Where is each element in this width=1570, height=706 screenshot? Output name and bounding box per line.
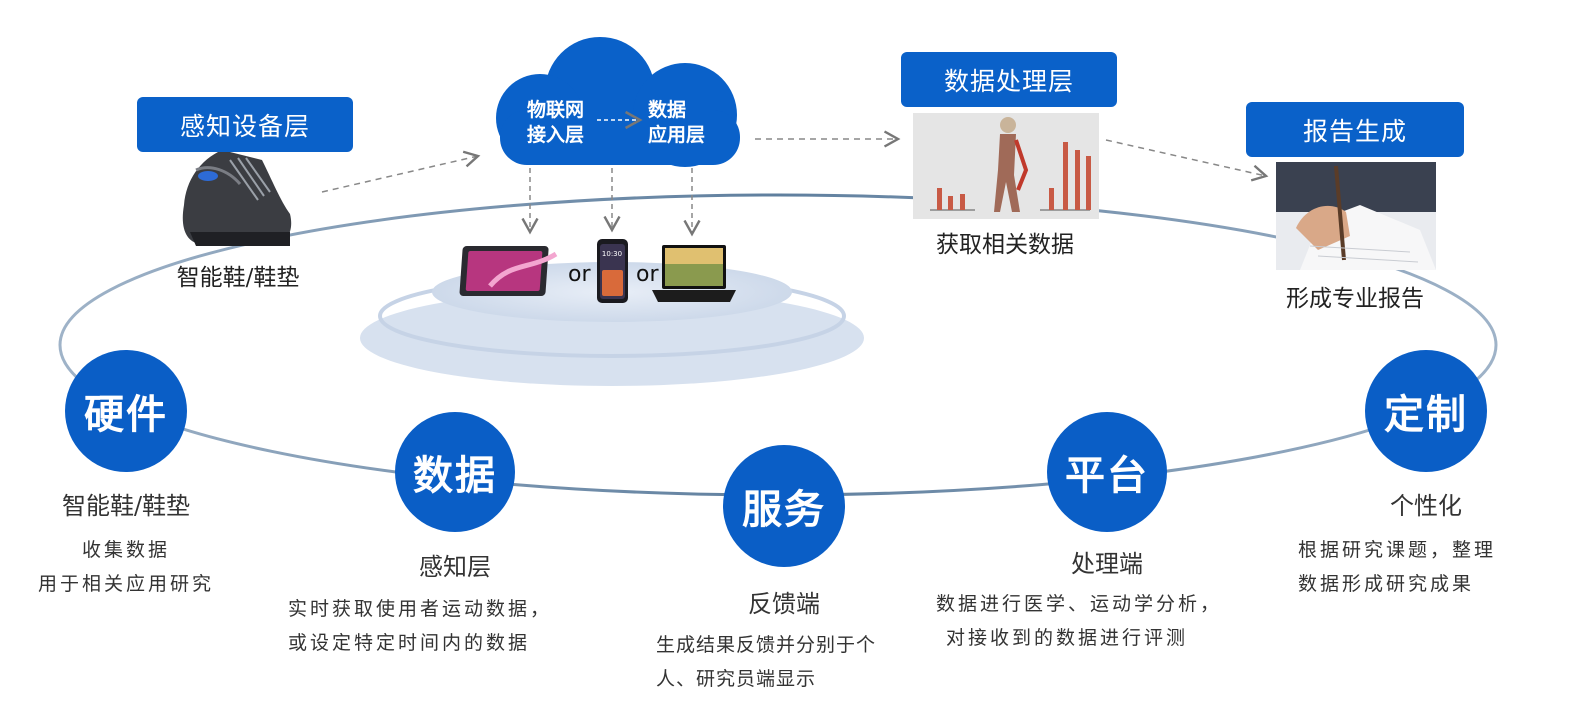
cloud-left-text: 物联网 接入层 <box>527 98 584 148</box>
service-desc-line1: 生成结果反馈并分别于个 <box>656 634 877 656</box>
platform-circle: 平台 <box>1047 412 1167 532</box>
svg-text:10:30: 10:30 <box>602 250 622 258</box>
or-label-1: or <box>568 262 591 287</box>
platform-description: 数据进行医学、运动学分析， 对接收到的数据进行评测 <box>936 587 1276 655</box>
platform-desc-line2: 对接收到的数据进行评测 <box>946 627 1189 649</box>
data-circle-label: 数据 <box>413 453 497 499</box>
smart-shoe-image <box>182 150 292 246</box>
platform-circle-label: 平台 <box>1065 453 1149 499</box>
laptop-image <box>652 245 736 302</box>
arrow-processing-to-report <box>1105 139 1269 182</box>
phone-image: 10:30 <box>597 239 628 303</box>
customization-circle-label: 定制 <box>1384 392 1468 438</box>
customization-subtitle: 个性化 <box>1390 492 1462 520</box>
customization-description: 根据研究课题，整理 数据形成研究成果 <box>1298 533 1564 601</box>
report-generation-title: 报告生成 <box>1246 102 1464 157</box>
customization-desc-line2: 数据形成研究成果 <box>1298 573 1475 595</box>
data-description: 实时获取使用者运动数据， 或设定特定时间内的数据 <box>288 592 608 660</box>
hardware-desc-line1: 收集数据 <box>81 539 170 561</box>
customization-desc-line1: 根据研究课题，整理 <box>1298 539 1497 561</box>
cloud-left-line1: 物联网 <box>527 99 585 121</box>
platform-desc-line1: 数据进行医学、运动学分析， <box>936 593 1223 615</box>
service-subtitle: 反馈端 <box>748 590 820 618</box>
hardware-circle-label: 硬件 <box>84 392 168 438</box>
data-desc-line2: 或设定特定时间内的数据 <box>288 632 531 654</box>
or-label-2: or <box>636 262 659 287</box>
data-processing-image <box>913 113 1099 219</box>
service-description: 生成结果反馈并分别于个 人、研究员端显示 <box>656 628 936 696</box>
hardware-description: 收集数据 用于相关应用研究 <box>12 533 240 601</box>
service-desc-line2: 人、研究员端显示 <box>656 668 817 690</box>
shoe-caption: 智能鞋/鞋垫 <box>176 265 300 291</box>
cloud-right-line1: 数据 <box>648 99 687 121</box>
service-circle: 服务 <box>723 445 845 567</box>
arrow-shoe-to-cloud <box>321 150 481 193</box>
hardware-circle: 硬件 <box>65 350 187 472</box>
cloud-left-line2: 接入层 <box>527 124 585 146</box>
data-desc-line1: 实时获取使用者运动数据， <box>288 598 553 620</box>
processing-layer-title: 数据处理层 <box>901 52 1117 107</box>
hardware-subtitle: 智能鞋/鞋垫 <box>61 492 191 520</box>
report-writing-image <box>1276 162 1436 270</box>
report-caption: 形成专业报告 <box>1286 286 1424 312</box>
data-subtitle: 感知层 <box>419 553 491 581</box>
cloud-right-text: 数据 应用层 <box>648 98 705 148</box>
data-circle: 数据 <box>395 412 515 532</box>
hardware-desc-line2: 用于相关应用研究 <box>37 573 214 595</box>
processing-caption: 获取相关数据 <box>936 232 1074 258</box>
tablet-image <box>459 246 558 296</box>
cloud-right-line2: 应用层 <box>648 124 706 146</box>
customization-circle: 定制 <box>1365 350 1487 472</box>
perception-layer-title: 感知设备层 <box>137 97 353 152</box>
cloud-shape <box>496 37 740 167</box>
platform-subtitle: 处理端 <box>1071 550 1143 578</box>
service-circle-label: 服务 <box>742 487 826 533</box>
